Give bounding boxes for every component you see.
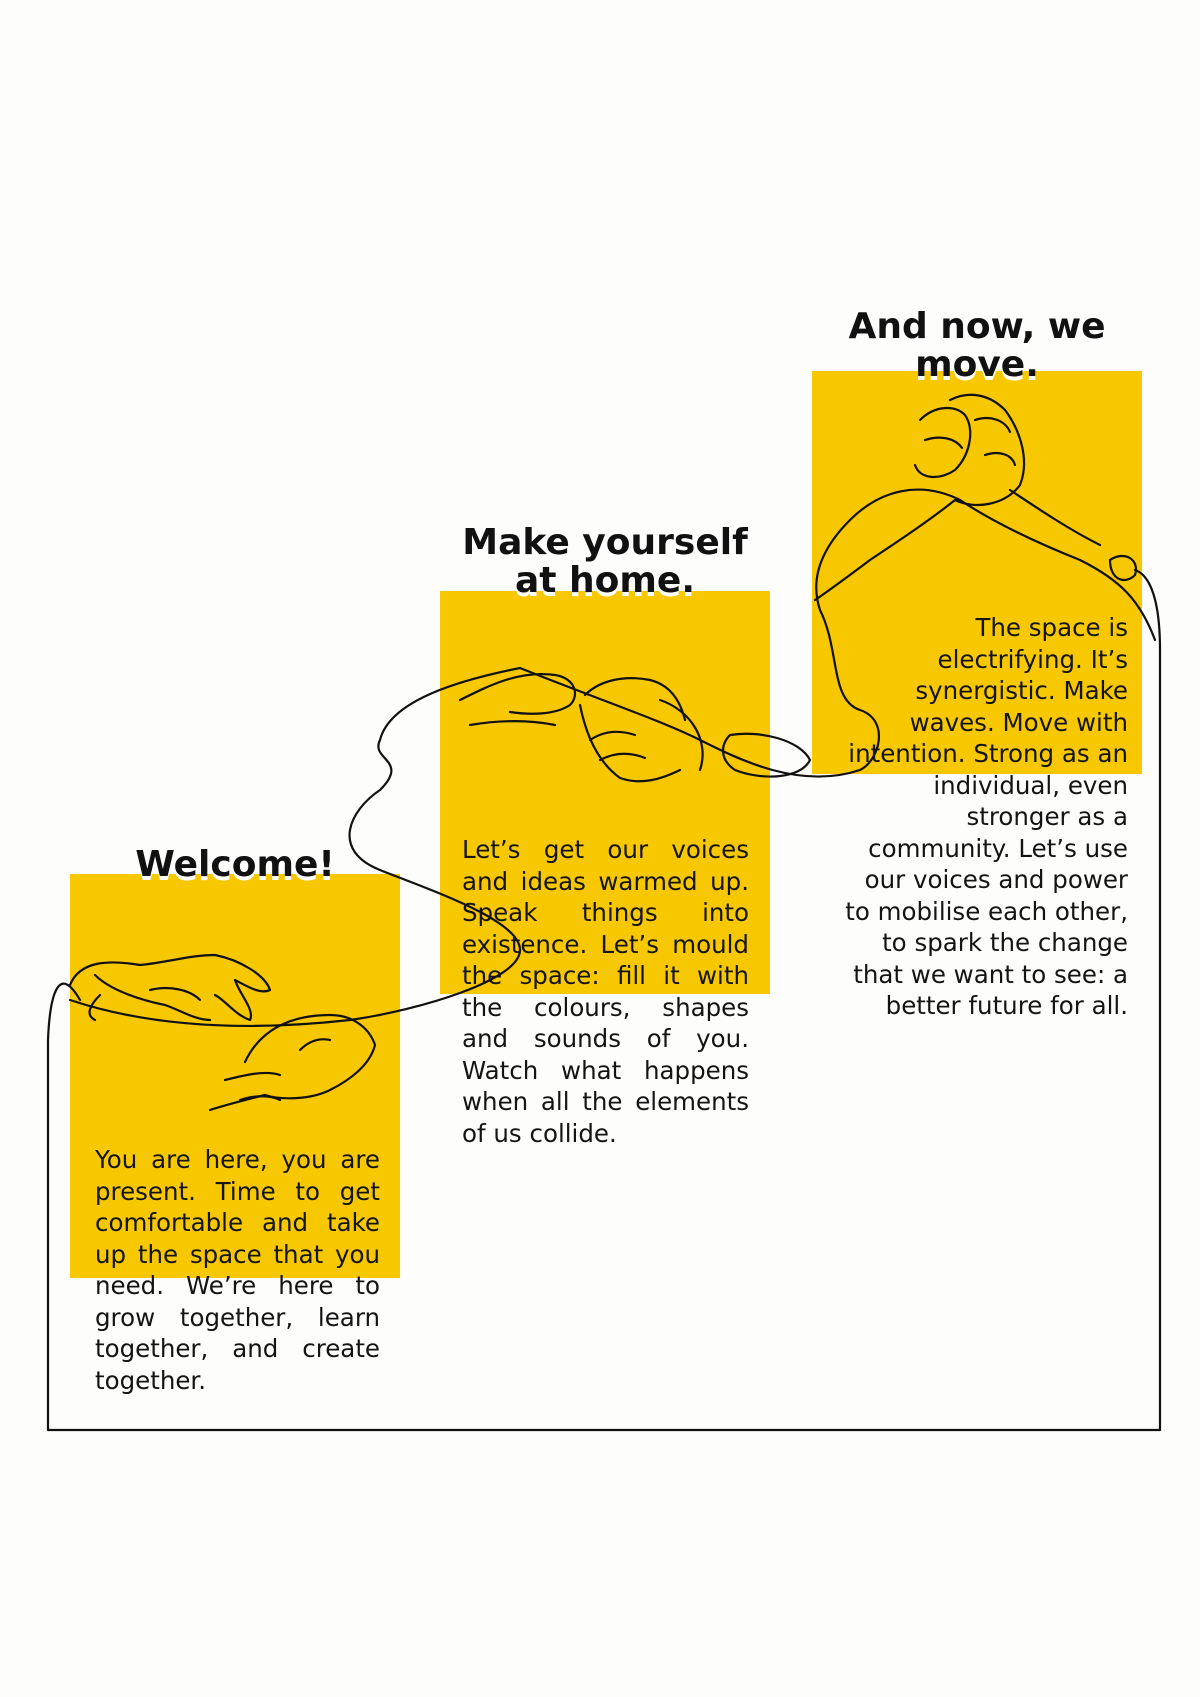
body-home: Let’s get our voices and ideas warmed up… <box>462 835 749 1148</box>
heading-home: Make yourself at home. <box>462 522 748 601</box>
heading-welcome: Welcome! <box>135 844 335 885</box>
heading-move: And now, we move. <box>848 306 1106 385</box>
body-welcome: You are here, you are present. Time to g… <box>95 1145 380 1395</box>
body-move: The space is electrifying. It’s synergis… <box>845 613 1128 1020</box>
